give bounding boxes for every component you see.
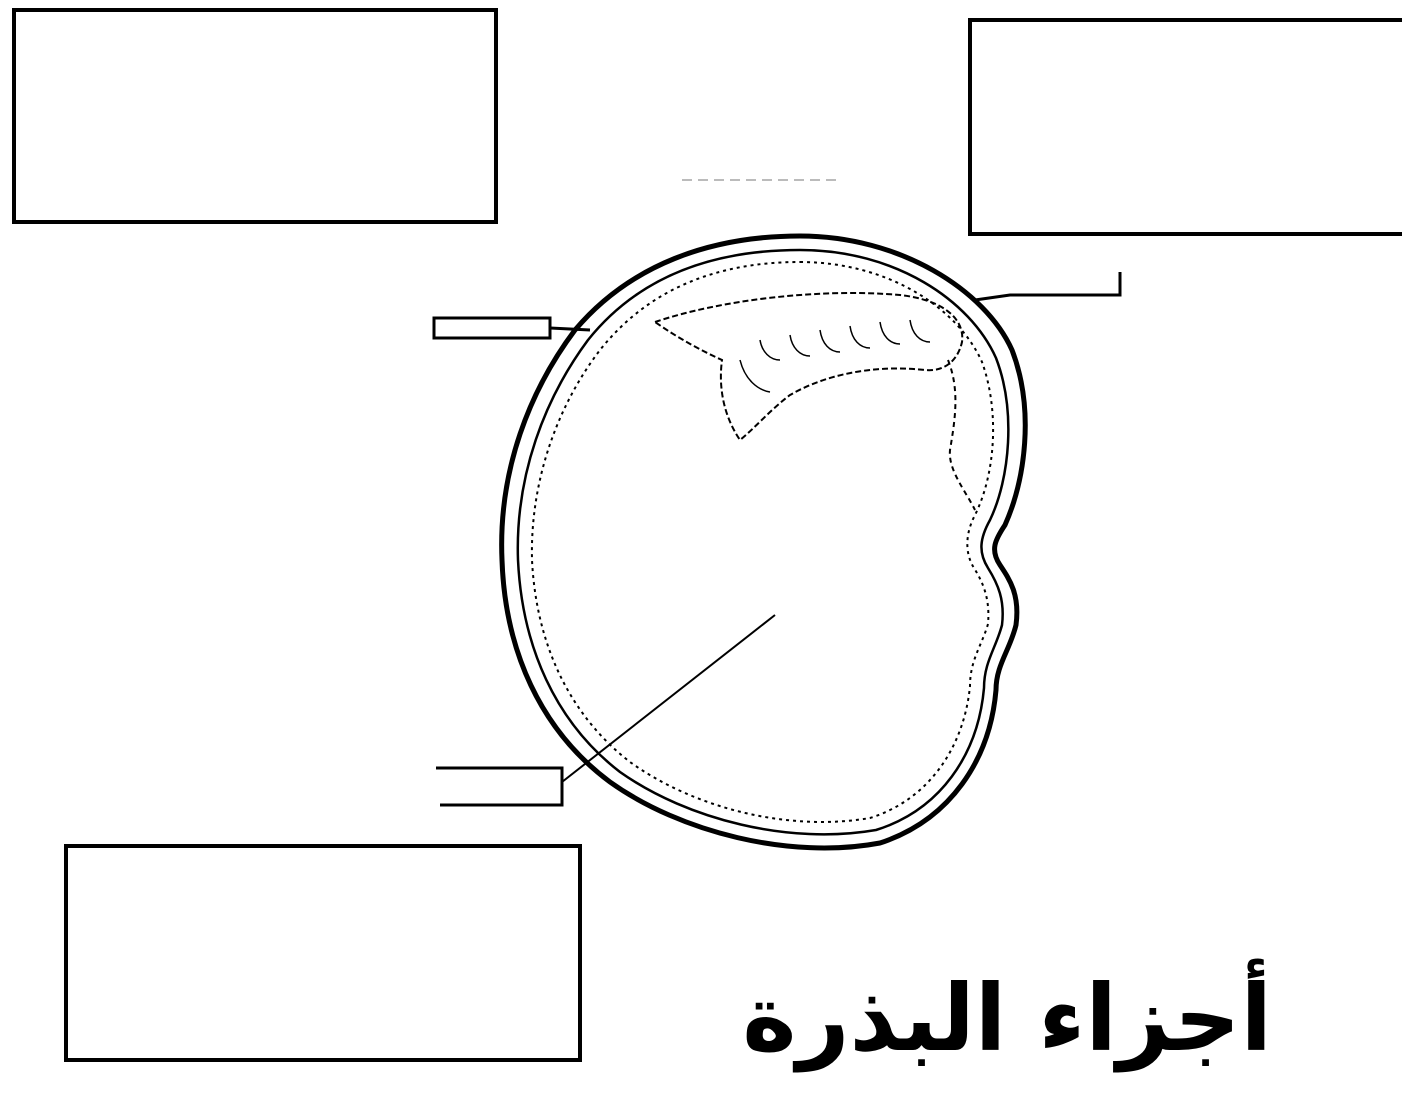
page-title: أجزاء البذرة [742,968,1272,1069]
seed-coat-outline [502,236,1026,848]
pointer-line-top-right [975,272,1120,300]
embryo-ridges [740,320,930,392]
embryo-outline [655,293,962,440]
pointer-line-bottom-left [436,768,562,805]
pointer-label-left [434,318,550,338]
seed-dotted-layer [532,262,993,822]
seed-coat-inner-line [518,250,1009,834]
cotyledon-boundary [948,360,975,510]
pointer-line-diagonal [562,615,775,782]
pointer-line-left [550,328,590,330]
